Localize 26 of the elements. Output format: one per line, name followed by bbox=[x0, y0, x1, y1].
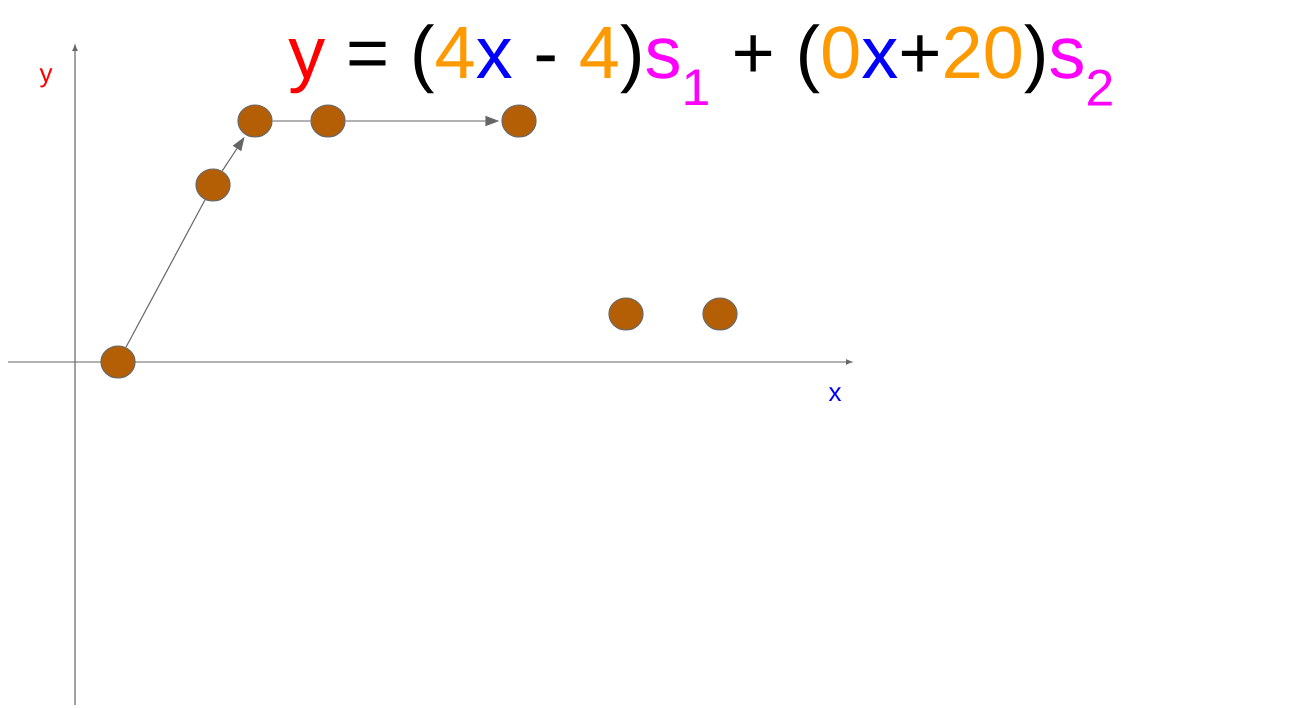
equation-term: x bbox=[476, 38, 512, 78]
axis-label: y bbox=[39, 68, 53, 88]
equation-term: + bbox=[901, 35, 938, 72]
equation-term: ( bbox=[414, 24, 435, 94]
dot bbox=[195, 168, 231, 202]
equation-term: ( bbox=[800, 24, 820, 94]
dot bbox=[702, 297, 738, 331]
equation-term: + bbox=[735, 35, 772, 72]
equation-term: y bbox=[288, 38, 326, 94]
dot bbox=[310, 104, 346, 138]
equation-term: ) bbox=[1024, 24, 1044, 94]
equation-term: s$_{1}$ bbox=[646, 38, 708, 106]
equation-term: 4 bbox=[580, 27, 618, 78]
equation-term: s$_{2}$ bbox=[1050, 38, 1112, 106]
dot bbox=[237, 104, 273, 138]
equation-term: 20 bbox=[945, 26, 1021, 79]
dot bbox=[501, 104, 537, 138]
equation-term: ) bbox=[620, 24, 640, 94]
equation-term: - bbox=[536, 55, 555, 62]
axis-label: x bbox=[828, 387, 842, 401]
dot bbox=[100, 345, 136, 379]
dot bbox=[608, 297, 644, 331]
equation-term: 0 bbox=[823, 26, 859, 79]
equation-term: = bbox=[349, 41, 386, 66]
equation-term: x bbox=[862, 38, 898, 78]
equation-term: 4 bbox=[436, 27, 474, 78]
